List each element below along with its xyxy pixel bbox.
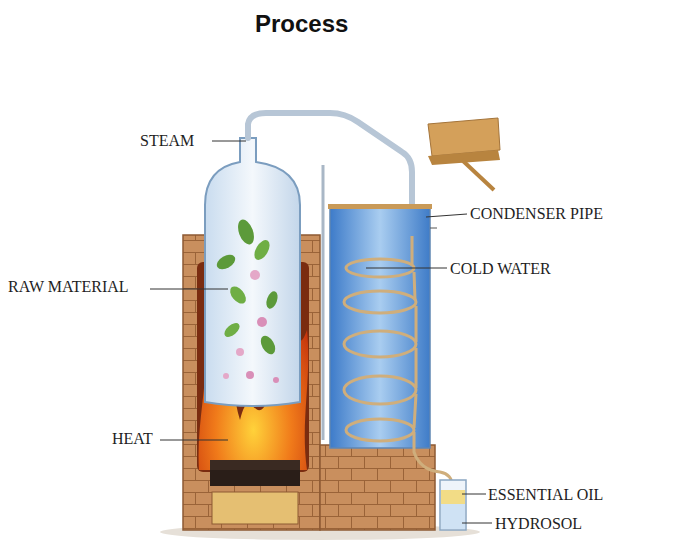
part-label: RAW MATERIAL <box>8 278 129 296</box>
part-label: HYDROSOL <box>495 515 582 533</box>
coil-turn <box>344 376 416 404</box>
water-tap <box>428 118 500 190</box>
flower <box>273 377 279 383</box>
coil-turn <box>346 419 414 441</box>
grate <box>210 460 300 470</box>
part-label: HEAT <box>112 430 153 448</box>
water-inlet-pipe <box>322 165 325 440</box>
leaves <box>214 217 279 356</box>
leader-line <box>462 523 492 524</box>
flower <box>223 373 229 379</box>
part-label: STEAM <box>140 132 194 150</box>
leader-line <box>366 268 447 269</box>
flower <box>236 348 244 356</box>
condenser-coil <box>344 236 416 441</box>
vessel-glass <box>205 138 300 406</box>
leader-line <box>462 494 486 495</box>
flower <box>257 317 267 327</box>
diagram-title: Process <box>255 10 348 38</box>
leaf <box>214 252 237 272</box>
coil-link <box>412 236 416 428</box>
part-label: CONDENSER PIPE <box>470 205 603 223</box>
tap-box <box>428 118 500 156</box>
flowers <box>223 270 279 383</box>
part-label: COLD WATER <box>450 260 551 278</box>
ash-pit <box>212 492 298 524</box>
part-label: ESSENTIAL OIL <box>488 486 603 504</box>
leader-line <box>426 214 467 217</box>
leaf <box>251 237 272 262</box>
hydrosol-layer <box>441 504 465 529</box>
tank-outlet <box>430 228 437 229</box>
flower <box>246 371 254 379</box>
still-vessel <box>205 138 300 406</box>
leader-line <box>160 440 228 441</box>
oil-layer <box>441 490 465 504</box>
leaf <box>227 283 249 306</box>
leader-line <box>212 141 246 142</box>
tap-spout <box>462 160 494 190</box>
coil-turn <box>344 291 416 313</box>
coal <box>210 470 300 486</box>
flower <box>250 270 260 280</box>
leaf <box>258 333 278 356</box>
outlet-pipe <box>414 432 452 486</box>
leader-lines <box>150 141 492 523</box>
tank-rim <box>328 204 432 209</box>
coil-turn <box>344 331 416 357</box>
leaf <box>235 217 257 246</box>
leaf <box>264 290 280 310</box>
condenser <box>328 204 452 486</box>
cold-water-tank <box>330 208 430 448</box>
leader-line <box>150 289 228 290</box>
leaf <box>222 320 242 339</box>
